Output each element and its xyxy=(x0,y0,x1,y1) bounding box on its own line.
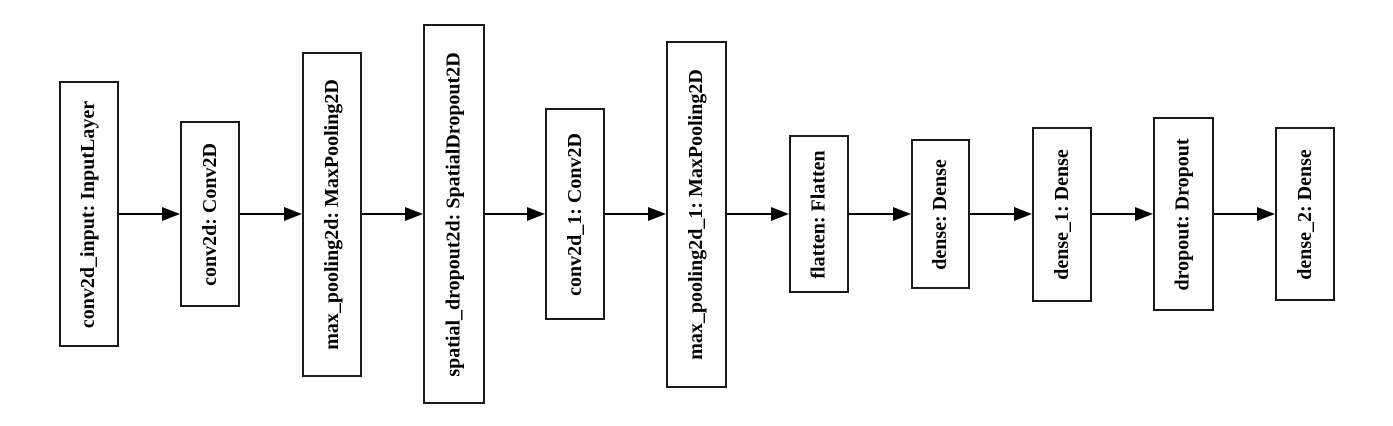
node-label: dense_2: Dense xyxy=(1293,148,1316,280)
node-dense_2: dense_2: Dense xyxy=(1275,127,1335,301)
arrowhead-icon xyxy=(162,207,180,221)
arrowhead-icon xyxy=(1014,207,1032,221)
node-conv2d: conv2d: Conv2D xyxy=(180,121,240,307)
node-label: dense_1: Dense xyxy=(1050,149,1073,280)
node-flatten: flatten: Flatten xyxy=(789,135,849,293)
edge-line xyxy=(362,213,407,215)
node-label: max_pooling2d_1: MaxPooling2D xyxy=(685,69,708,360)
node-label: dense: Dense xyxy=(929,158,952,270)
edge-line xyxy=(970,213,1016,215)
edge-line xyxy=(1214,213,1259,215)
arrowhead-icon xyxy=(405,207,423,221)
edge-line xyxy=(605,213,650,215)
edge-line xyxy=(119,213,164,215)
node-label: dropout: Dropout xyxy=(1172,137,1195,291)
node-max_pooling2d: max_pooling2d: MaxPooling2D xyxy=(302,52,362,377)
arrowhead-icon xyxy=(648,207,666,221)
node-dense_1: dense_1: Dense xyxy=(1032,127,1092,302)
node-label: conv2d_1: Conv2D xyxy=(563,132,586,296)
edge-line xyxy=(1092,213,1137,215)
arrowhead-icon xyxy=(893,207,911,221)
node-label: flatten: Flatten xyxy=(807,149,830,279)
node-label: spatial_dropout2d: SpatialDropout2D xyxy=(442,51,465,377)
arrowhead-icon xyxy=(284,207,302,221)
arrowhead-icon xyxy=(771,207,789,221)
node-label: conv2d: Conv2D xyxy=(198,142,221,286)
edge-line xyxy=(727,213,773,215)
edge-line xyxy=(485,213,529,215)
edge-line xyxy=(849,213,895,215)
arrowhead-icon xyxy=(527,207,545,221)
node-spatial_dropout2d: spatial_dropout2d: SpatialDropout2D xyxy=(423,24,485,404)
arrowhead-icon xyxy=(1257,207,1275,221)
node-conv2d_input: conv2d_input: InputLayer xyxy=(59,81,119,347)
arrowhead-icon xyxy=(1135,207,1153,221)
node-conv2d_1: conv2d_1: Conv2D xyxy=(545,108,605,320)
node-max_pooling2d_1: max_pooling2d_1: MaxPooling2D xyxy=(666,41,727,388)
edge-line xyxy=(240,213,286,215)
node-dense: dense: Dense xyxy=(911,139,970,289)
node-dropout: dropout: Dropout xyxy=(1153,117,1214,311)
node-label: conv2d_input: InputLayer xyxy=(77,100,100,328)
node-label: max_pooling2d: MaxPooling2D xyxy=(320,79,343,350)
